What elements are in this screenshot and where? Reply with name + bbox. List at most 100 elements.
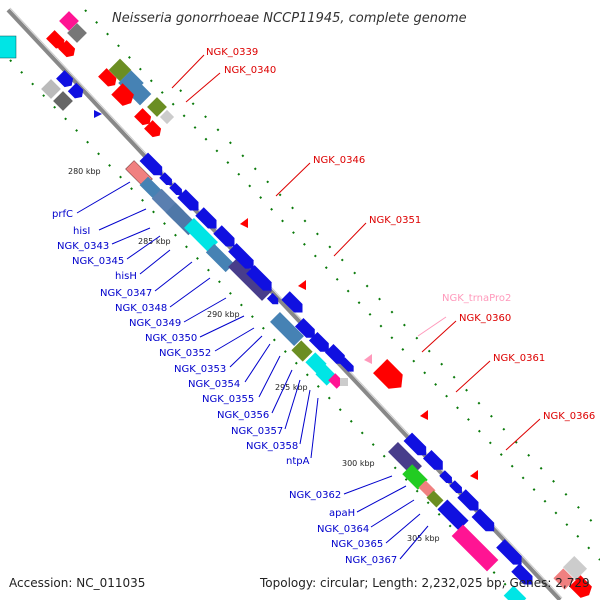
gene-block-silver[interactable] [340,378,348,386]
gene-arrow-blue[interactable] [177,189,202,214]
gene-cluster-middle [125,152,478,480]
gene-label[interactable]: NGK_0366 [543,411,595,422]
gene-label[interactable]: NGK_0349 [129,318,181,329]
tick-label-295: 295 kbp [275,383,308,392]
gene-arrow-blue-small[interactable] [449,480,465,496]
gene-arrow-red[interactable] [373,359,408,394]
gene-label[interactable]: hisI [73,226,90,237]
gene-arrow-blue[interactable] [511,563,536,588]
gene-block-blue[interactable] [437,499,469,531]
left-labels: prfC hisI NGK_0343 NGK_0345 hisH NGK_034… [52,209,397,566]
gene-label[interactable]: NGK_0357 [231,426,283,437]
gene-label[interactable]: prfC [52,209,73,220]
gene-block-silver[interactable] [41,79,61,99]
gene-label[interactable]: NGK_0345 [72,256,124,267]
gene-label[interactable]: ntpA [286,456,310,467]
accession-text: Accession: NC_011035 [9,576,145,590]
gene-arrow-blue[interactable] [213,225,238,250]
gene-block-cyan[interactable] [184,218,218,252]
gene-arrow-red-small[interactable] [298,280,306,290]
gene-arrow-blue[interactable] [471,508,499,536]
gene-label[interactable]: NGK_0353 [174,364,226,375]
gene-arrow-red[interactable] [144,120,164,140]
gene-label[interactable]: NGK_0354 [188,379,240,390]
gene-block-cyan[interactable] [503,585,527,600]
gene-arrow-blue[interactable] [195,207,220,232]
gene-arrow-blue[interactable] [457,489,482,514]
gene-arrow-red[interactable] [569,575,594,600]
gene-block-steel[interactable] [205,243,235,273]
gene-arrow-red[interactable] [46,30,67,51]
gene-block-gray[interactable] [67,23,87,43]
gene-block-olive[interactable] [426,490,444,508]
gene-block-magenta[interactable] [451,524,499,572]
gene-label[interactable]: NGK_0355 [202,394,254,405]
gene-block-steel[interactable] [270,312,304,346]
gene-block-olive[interactable] [147,97,167,117]
gene-label[interactable]: NGK_0351 [369,215,421,226]
gene-label[interactable]: NGK_0352 [159,348,211,359]
gene-label[interactable]: NGK_0348 [115,303,167,314]
gene-label[interactable]: NGK_0356 [217,410,269,421]
gene-arrow-blue-small[interactable] [169,182,185,198]
gene-arrow-blue[interactable] [56,70,76,90]
gene-arrow-blue[interactable] [422,449,447,474]
gene-arrow-blue[interactable] [281,291,306,316]
gene-block-darkslate[interactable] [228,257,272,301]
tick-label-280: 280 kbp [68,167,101,176]
gene-label[interactable]: NGK_0358 [246,441,298,452]
gene-label[interactable]: apaH [329,508,355,519]
gene-label[interactable]: hisH [115,271,137,282]
gene-arrow-blue[interactable] [228,243,258,273]
gene-arrow-blue[interactable] [294,317,319,342]
gene-arrow-blue-small[interactable] [439,470,455,486]
gene-block-olive[interactable] [291,340,313,362]
gene-arrow-red-small[interactable] [240,218,248,228]
tick-label-290: 290 kbp [207,310,240,319]
gene-block-green[interactable] [402,464,428,490]
gene-label[interactable]: NGK_0347 [100,288,152,299]
gene-label[interactable]: NGK_0364 [317,524,369,535]
gene-label[interactable]: NGK_0360 [459,313,511,324]
topology-text: Topology: circular; Length: 2,232,025 bp… [259,576,590,590]
gene-arrow-red-small[interactable] [470,470,478,480]
outer-tick-track-2 [179,89,600,531]
gene-block-cyan[interactable] [0,35,17,59]
gene-arrow-blue-small[interactable] [94,110,102,118]
gene-block-silver[interactable] [159,109,175,125]
trna-marker[interactable] [364,354,372,364]
gene-block-silver[interactable] [562,555,588,581]
gene-label[interactable]: NGK_0362 [289,490,341,501]
gene-arrow-blue[interactable] [139,152,167,180]
gene-arrow-red[interactable] [98,68,119,89]
gene-arrow-red-small[interactable] [420,410,428,420]
gene-arrow-blue-small[interactable] [339,357,357,375]
gene-label[interactable]: NGK_0343 [57,241,109,252]
gene-arrow-red[interactable] [111,83,136,108]
gene-block-magenta[interactable] [328,373,344,389]
gene-label[interactable]: NGK_0340 [224,65,276,76]
gene-block-salmon[interactable] [553,568,575,590]
gene-label[interactable]: NGK_0339 [206,47,258,58]
gene-label[interactable]: NGK_0361 [493,353,545,364]
gene-arrow-blue-small[interactable] [266,292,281,307]
gene-arrow-blue-small[interactable] [159,172,175,188]
left-leader-lines [76,181,429,560]
gene-arrow-blue[interactable] [67,82,86,101]
gene-label[interactable]: NGK_0367 [345,555,397,566]
gene-block-cyan[interactable] [305,352,327,374]
trna-label[interactable]: NGK_trnaPro2 [442,293,511,304]
gene-block-steel[interactable] [128,82,152,106]
gene-arrow-blue[interactable] [308,331,333,356]
gene-arrow-blue[interactable] [496,539,526,569]
gene-block-gray[interactable] [53,91,73,111]
gene-label[interactable]: NGK_0346 [313,155,365,166]
gene-label[interactable]: NGK_0365 [331,539,383,550]
gene-arrow-blue[interactable] [246,265,276,295]
gene-arrow-blue[interactable] [403,432,431,460]
gene-label[interactable]: NGK_0350 [145,333,197,344]
gene-block-magenta[interactable] [59,11,79,31]
gene-arrow-red[interactable] [58,40,78,60]
gene-arrow-blue[interactable] [324,343,349,368]
